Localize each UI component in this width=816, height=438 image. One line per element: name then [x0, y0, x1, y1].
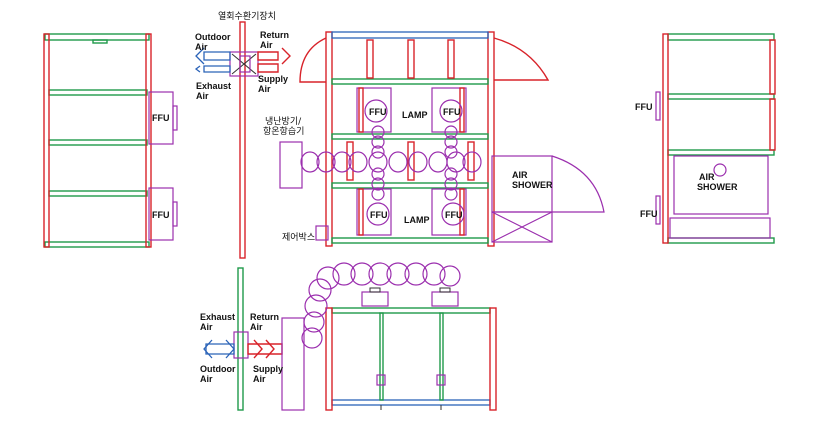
ffu-label-left-top: FFU — [152, 113, 170, 123]
outdoor-air-label-top-2: Air — [195, 42, 208, 52]
right-elevation: FFU FFU AIR SHOWER — [635, 33, 776, 244]
exhaust-air-label-bottom: Exhaust — [200, 312, 235, 322]
air-shower-label-plan-1: AIR — [512, 170, 528, 180]
supply-air-label-bottom-2: Air — [253, 374, 266, 384]
ffu-label-plan-1: FFU — [369, 107, 387, 117]
hvac-unit-label-2: 항온항습기 — [263, 126, 304, 137]
duct-flex — [301, 262, 461, 349]
supply-air-label-bottom: Supply — [253, 364, 283, 374]
exhaust-air-label-bottom-2: Air — [200, 322, 213, 332]
control-box-label: 제어박스 — [282, 232, 315, 243]
exhaust-air-label-top-2: Air — [196, 91, 209, 101]
hrv-bottom: Exhaust Air Return Air Outdoor Air Suppl… — [200, 267, 305, 411]
hvac-unit-label-1: 냉난방기/ — [265, 116, 302, 127]
supply-air-label-top: Supply — [258, 74, 288, 84]
front-elevation — [301, 262, 497, 411]
duct-horizontal — [300, 151, 482, 173]
lamp-label-2: LAMP — [404, 215, 430, 225]
outdoor-air-label-top: Outdoor — [195, 32, 231, 42]
ffu-label-right-bottom: FFU — [640, 209, 658, 219]
outdoor-air-label-bottom: Outdoor — [200, 364, 236, 374]
air-shower-label-plan-2: SHOWER — [512, 180, 553, 190]
left-elevation: FFU FFU — [43, 33, 178, 248]
ffu-label-plan-3: FFU — [370, 210, 388, 220]
return-air-label-top: Return — [260, 30, 289, 40]
return-air-label-bottom: Return — [250, 312, 279, 322]
air-shower-label-right-2: SHOWER — [697, 182, 738, 192]
hrv-top: 열회수환기장치 Outdoor Air Return Air Exhaust A… — [194, 10, 291, 259]
ffu-label-left-bottom: FFU — [152, 210, 170, 220]
outdoor-air-label-bottom-2: Air — [200, 374, 213, 384]
exhaust-air-label-top: Exhaust — [196, 81, 231, 91]
lamp-label-1: LAMP — [402, 110, 428, 120]
return-air-label-top-2: Air — [260, 40, 273, 50]
ffu-label-plan-4: FFU — [445, 210, 463, 220]
air-shower-label-right-1: AIR — [699, 172, 715, 182]
return-air-label-bottom-2: Air — [250, 322, 263, 332]
hrv-title: 열회수환기장치 — [218, 10, 276, 22]
duct-vertical — [371, 125, 458, 201]
supply-air-label-top-2: Air — [258, 84, 271, 94]
ffu-label-right-top: FFU — [635, 102, 653, 112]
center-plan: FFU FFU FFU FFU LAMP LAMP 냉난방기/ 항온항습기 — [263, 31, 605, 247]
ffu-label-plan-2: FFU — [443, 107, 461, 117]
